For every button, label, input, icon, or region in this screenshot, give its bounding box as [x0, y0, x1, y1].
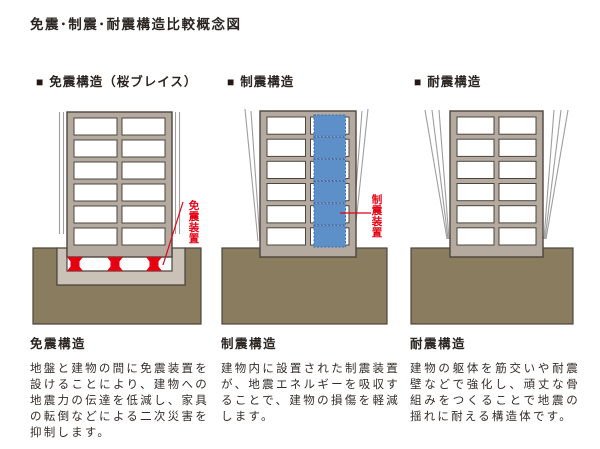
window [73, 227, 118, 246]
square-bullet-icon: ■ [227, 75, 236, 89]
window [266, 116, 306, 135]
isolation-diagram: 免震装置 [28, 99, 213, 326]
window [121, 139, 166, 158]
building [449, 110, 544, 258]
isolation-building-illustration: 免震装置 [32, 111, 202, 325]
damper-device [313, 136, 346, 159]
window [266, 160, 306, 179]
figure-title: 免震･制震･耐震構造比較概念図 [30, 17, 242, 32]
window [266, 205, 306, 224]
damping-building-illustration: 制震装置 [221, 108, 388, 325]
window [121, 205, 166, 224]
window [498, 116, 537, 135]
section-isolation: 免震構造 地盤と建物の間に免震装置を設けることにより、建物への地震力の伝達を低減… [30, 333, 209, 441]
leader-line [162, 201, 184, 266]
window [456, 138, 495, 157]
damper-device-label: 制震装置 [371, 193, 383, 239]
isolator-device [107, 257, 123, 271]
damper-device [313, 158, 346, 181]
sway-lines [424, 109, 569, 240]
damping-diagram: 制震装置 [217, 99, 392, 326]
column-header-resistant: ■ 耐震構造 [414, 71, 481, 90]
window [73, 205, 118, 224]
section-title: 耐震構造 [410, 337, 467, 351]
damper-device [313, 225, 346, 248]
column-header-damping: ■ 制震構造 [227, 71, 294, 90]
window [456, 160, 495, 179]
window [498, 227, 537, 246]
svg-text:装: 装 [371, 215, 383, 228]
window [498, 138, 537, 157]
window [121, 227, 166, 246]
window [456, 205, 495, 224]
ground [221, 247, 388, 325]
svg-text:装: 装 [188, 221, 200, 234]
square-bullet-icon: ■ [36, 75, 45, 89]
window [121, 117, 166, 136]
window [73, 117, 118, 136]
svg-text:制: 制 [372, 193, 383, 206]
section-description: 建物内に設置された制震装置が、地震エネルギーを吸収することで、建物の損傷を軽減し… [221, 363, 400, 423]
svg-text:置: 置 [372, 227, 383, 239]
building [66, 111, 173, 258]
column-header-isolation: ■ 免震構造（桜ブレイス） [36, 71, 197, 90]
window [266, 138, 306, 157]
section-description: 建物の躯体を筋交いや耐震壁などで強化し、頑丈な骨組みをつくることで地震の揺れに耐… [410, 363, 580, 423]
damper-device [313, 114, 346, 137]
svg-text:震: 震 [371, 204, 383, 217]
window [456, 116, 495, 135]
svg-text:免: 免 [189, 199, 200, 212]
resistant-diagram [406, 99, 578, 326]
section-title: 免震構造 [30, 337, 87, 351]
isolator-device [146, 257, 162, 271]
resistant-building-illustration [410, 109, 574, 325]
window [73, 161, 118, 180]
window [498, 183, 537, 202]
isolator-device-label: 免震装置 [188, 199, 200, 245]
column-header-label: 耐震構造 [427, 75, 482, 89]
svg-text:震: 震 [188, 210, 200, 223]
section-damping: 制震構造 建物内に設置された制震装置が、地震エネルギーを吸収することで、建物の損… [221, 333, 400, 425]
window [121, 183, 166, 202]
column-header-label: 制震構造 [240, 75, 295, 89]
window [266, 227, 306, 246]
window [73, 183, 118, 202]
section-resistant: 耐震構造 建物の躯体を筋交いや耐震壁などで強化し、頑丈な骨組みをつくることで地震… [410, 333, 580, 425]
damper-device [313, 203, 346, 226]
square-bullet-icon: ■ [414, 75, 423, 89]
window [266, 183, 306, 202]
section-description: 地盤と建物の間に免震装置を設けることにより、建物への地震力の伝達を低減し、家具の… [30, 363, 209, 439]
window [121, 161, 166, 180]
svg-text:置: 置 [189, 233, 200, 245]
window [498, 160, 537, 179]
building [259, 110, 357, 258]
window [456, 227, 495, 246]
window [456, 183, 495, 202]
ground [410, 247, 574, 325]
isolator-device [67, 257, 83, 271]
section-title: 制震構造 [221, 337, 278, 351]
damper-device [313, 181, 346, 204]
column-header-label: 免震構造（桜ブレイス） [49, 75, 198, 89]
window [73, 139, 118, 158]
window [498, 205, 537, 224]
